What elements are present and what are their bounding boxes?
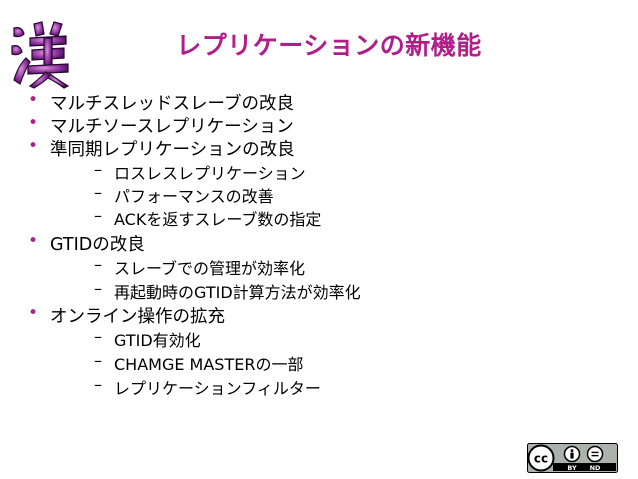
dash-marker: – xyxy=(94,183,102,202)
dash-marker: – xyxy=(94,351,102,370)
dash-marker: – xyxy=(94,255,102,274)
bullet-marker: • xyxy=(28,303,39,323)
bullet-text: CHAMGE MASTERの一部 xyxy=(114,355,304,374)
bullet-text: ACKを返すスレーブ数の指定 xyxy=(114,210,322,229)
cc-by-label: BY xyxy=(567,464,577,472)
bullet-text: スレーブでの管理が効率化 xyxy=(114,259,306,278)
svg-text:cc: cc xyxy=(534,452,548,466)
bullet-marker: • xyxy=(28,136,39,156)
bullet-marker: • xyxy=(28,90,39,110)
cc-nd-label: ND xyxy=(590,464,601,472)
dash-marker: – xyxy=(94,206,102,225)
bullet-text: GTID有効化 xyxy=(114,331,201,350)
bullet-text: 再起動時のGTID計算方法が効率化 xyxy=(114,283,361,302)
dash-marker: – xyxy=(94,160,102,179)
dash-marker: – xyxy=(94,327,102,346)
bullet-text: 準同期レプリケーションの改良 xyxy=(50,140,295,160)
bullet-text: パフォーマンスの改善 xyxy=(114,187,274,206)
cc-by-nd-icon: cc BY ND xyxy=(527,443,618,473)
bullet-marker: • xyxy=(28,231,39,251)
dash-marker: – xyxy=(94,375,102,394)
bullet-text: マルチソースレプリケーション xyxy=(50,117,294,137)
slide-title: レプリケーションの新機能 xyxy=(176,31,482,60)
bullet-text: マルチスレッドスレーブの改良 xyxy=(50,94,294,114)
bullet-text: オンライン操作の拡充 xyxy=(50,307,225,327)
bullet-text: レプリケーションフィルター xyxy=(114,379,321,398)
bullet-text: ロスレスレプリケーション xyxy=(114,164,306,183)
bullet-marker: • xyxy=(28,113,39,133)
kanji-logo-icon xyxy=(11,21,70,89)
bullet-text: GTIDの改良 xyxy=(50,235,145,255)
dash-marker: – xyxy=(94,279,102,298)
